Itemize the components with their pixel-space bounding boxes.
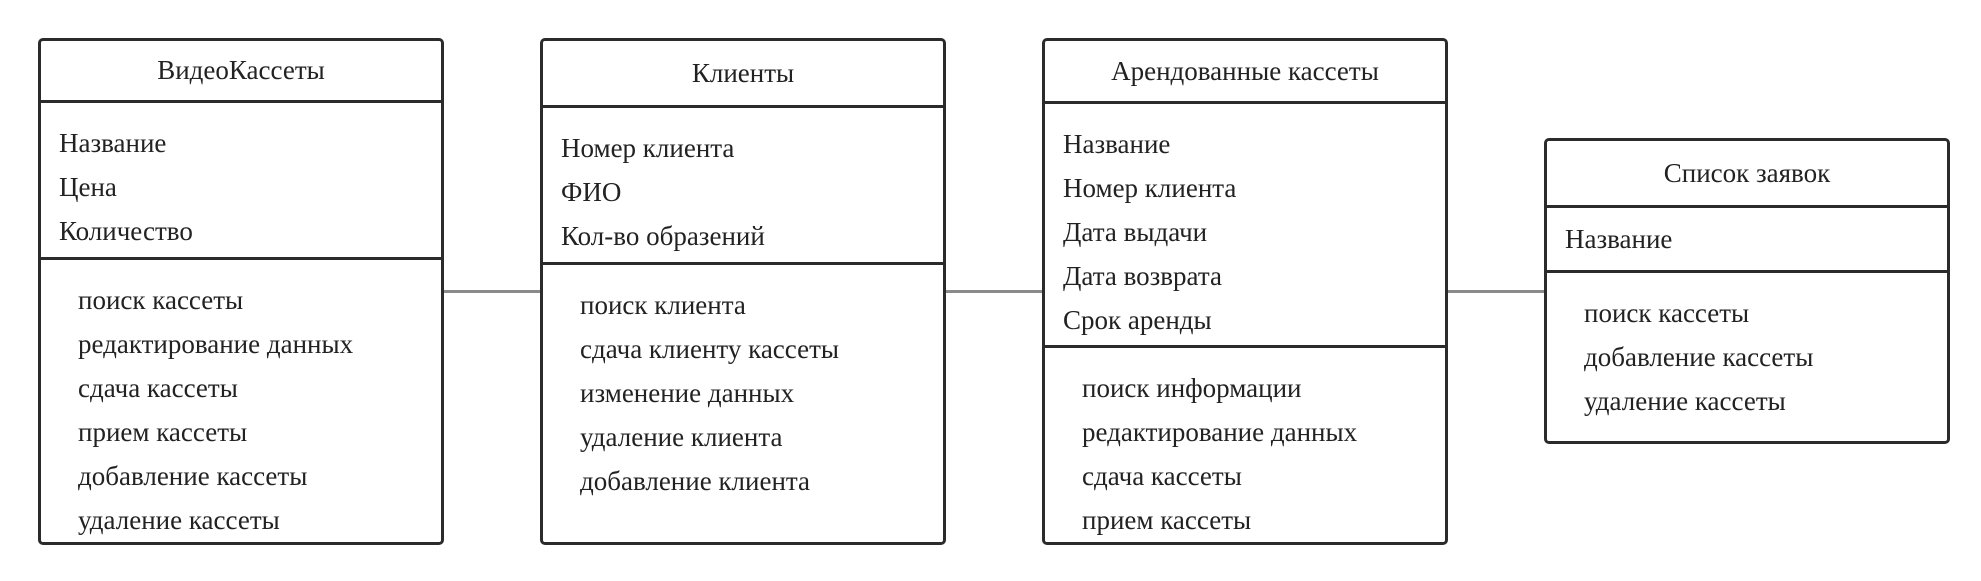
connector-rented-requests xyxy=(1445,290,1547,293)
attribute: Номер клиента xyxy=(561,133,735,163)
method: удаление клиента xyxy=(580,422,783,452)
method: добавление клиента xyxy=(580,466,811,496)
method: сдача клиенту кассеты xyxy=(580,334,840,364)
attribute: Номер клиента xyxy=(1063,173,1237,203)
class-title: Арендованные кассеты xyxy=(1045,41,1445,104)
class-videocassettes: ВидеоКассеты Название Цена Количество по… xyxy=(38,38,444,545)
connector-clients-rented xyxy=(943,290,1045,293)
class-title-text: ВидеоКассеты xyxy=(157,55,325,85)
attributes-section: Название Цена Количество xyxy=(41,103,441,260)
class-title: Список заявок xyxy=(1547,141,1947,208)
method: добавление кассеты xyxy=(1584,342,1814,372)
attribute: Название xyxy=(1565,224,1673,254)
method: поиск кассеты xyxy=(1584,298,1750,328)
attribute: Цена xyxy=(59,172,117,202)
class-title-text: Список заявок xyxy=(1663,157,1831,188)
method: удаление кассеты xyxy=(78,505,280,535)
method: удаление кассеты xyxy=(1584,386,1786,416)
methods-section: поиск кассеты редактирование данных сдач… xyxy=(41,260,441,542)
class-rented-cassettes: Арендованные кассеты Название Номер клие… xyxy=(1042,38,1448,545)
attribute: Дата выдачи xyxy=(1063,217,1208,247)
method: поиск кассеты xyxy=(78,285,244,315)
attribute: ФИО xyxy=(561,177,622,207)
method: сдача кассеты xyxy=(78,373,238,403)
class-request-list: Список заявок Название поиск кассеты доб… xyxy=(1544,138,1950,444)
attributes-section: Номер клиента ФИО Кол-во образений xyxy=(543,108,943,265)
class-title-text: Арендованные кассеты xyxy=(1111,55,1379,86)
attribute: Название xyxy=(1063,129,1171,159)
methods-section: поиск кассеты добавление кассеты удалени… xyxy=(1547,273,1947,441)
methods-section: поиск клиента сдача клиенту кассеты изме… xyxy=(543,265,943,542)
attribute: Срок аренды xyxy=(1063,305,1212,335)
method: редактирование данных xyxy=(1082,417,1358,447)
class-title: Клиенты xyxy=(543,41,943,108)
method: изменение данных xyxy=(580,378,795,408)
attribute: Кол-во образений xyxy=(561,221,765,251)
method: добавление кассеты xyxy=(78,461,308,491)
method: редактирование данных xyxy=(78,329,354,359)
attribute: Название xyxy=(59,128,167,158)
method: сдача кассеты xyxy=(1082,461,1242,491)
method: прием кассеты xyxy=(78,417,248,447)
class-title-text: Клиенты xyxy=(691,57,795,88)
methods-section: поиск информации редактирование данных с… xyxy=(1045,348,1445,542)
method: прием кассеты xyxy=(1082,505,1252,535)
attributes-section: Название Номер клиента Дата выдачи Дата … xyxy=(1045,104,1445,348)
attribute: Дата возврата xyxy=(1063,261,1222,291)
attributes-section: Название xyxy=(1547,208,1947,273)
class-clients: Клиенты Номер клиента ФИО Кол-во образен… xyxy=(540,38,946,545)
method: поиск информации xyxy=(1082,373,1302,403)
class-title: ВидеоКассеты xyxy=(41,41,441,103)
method: поиск клиента xyxy=(580,290,746,320)
connector-videocassettes-clients xyxy=(441,290,543,293)
attribute: Количество xyxy=(59,216,193,246)
